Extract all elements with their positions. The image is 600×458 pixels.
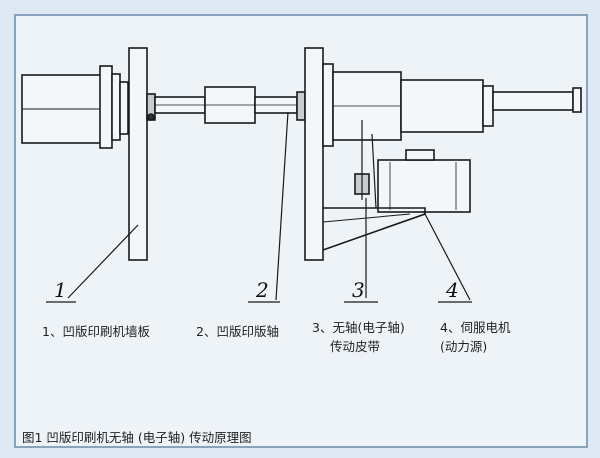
- label-drive-belt: 传动皮带: [330, 339, 381, 354]
- servo-motor-cap: [405, 149, 435, 161]
- label-power-source: (动力源): [440, 339, 488, 354]
- left-flange-inner: [111, 73, 121, 141]
- right-taper-block: [400, 79, 484, 133]
- right-end-tip: [572, 87, 582, 113]
- label-plate-cylinder-shaft: 2、凹版印版轴: [196, 324, 279, 339]
- left-bearing-bolt: [147, 113, 155, 121]
- left-flange-ring: [119, 81, 129, 135]
- motor-bracket: [322, 207, 426, 251]
- belt-lower: [371, 133, 377, 209]
- leader-1: [67, 224, 139, 299]
- callout-1: 1: [54, 278, 67, 302]
- wall-plate-left: [128, 47, 148, 261]
- callout-2: 2: [255, 278, 269, 302]
- right-end-collar: [482, 85, 494, 127]
- label-wall-plate: 1、凹版印刷机墙板: [42, 324, 150, 339]
- right-end-shaft: [492, 91, 574, 111]
- right-bearing: [296, 91, 306, 121]
- leader-2: [275, 111, 289, 301]
- callout-4: 4: [445, 278, 459, 302]
- leader-4: [423, 211, 471, 301]
- label-electronic-shaft: 3、无轴(电子轴): [312, 320, 405, 335]
- wall-plate-right: [304, 47, 324, 261]
- left-flange-outer: [99, 65, 113, 149]
- label-servo-motor: 4、伺服电机: [440, 320, 511, 335]
- callout-3: 3: [352, 278, 365, 302]
- right-flange-ring: [322, 63, 334, 147]
- servo-motor-body: [377, 159, 471, 213]
- figure-caption: 图1 凹版印刷机无轴 (电子轴) 传动原理图: [22, 430, 252, 445]
